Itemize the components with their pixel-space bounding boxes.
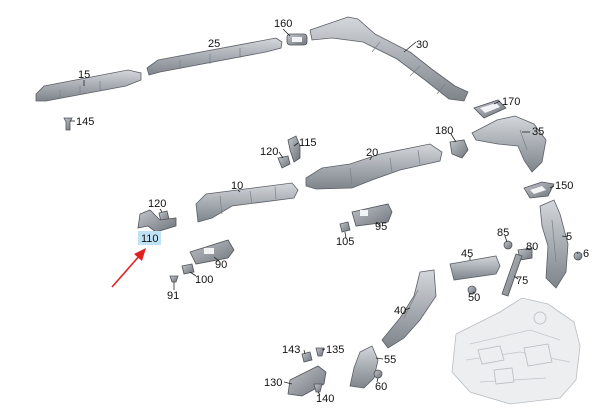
duct-part-5 xyxy=(539,199,569,289)
part-label-90[interactable]: 90 xyxy=(215,259,227,271)
frame-part-150 xyxy=(523,181,555,199)
part-label-45[interactable]: 45 xyxy=(461,248,473,260)
frame-part-170 xyxy=(473,99,507,119)
bracket-part-115 xyxy=(287,135,301,163)
part-label-85[interactable]: 85 xyxy=(497,227,509,239)
clip-part-143 xyxy=(301,351,313,363)
clip-part-85 xyxy=(503,240,513,250)
bracket-part-130 xyxy=(287,365,327,397)
part-label-35[interactable]: 35 xyxy=(532,126,544,138)
clip-part-105 xyxy=(339,221,351,233)
part-label-115[interactable]: 115 xyxy=(299,137,317,149)
hvac-housing xyxy=(451,297,581,405)
part-label-143[interactable]: 143 xyxy=(282,344,300,356)
clip-part-60 xyxy=(373,369,383,379)
part-label-50[interactable]: 50 xyxy=(468,292,480,304)
part-label-75[interactable]: 75 xyxy=(516,275,528,287)
clip-part-100 xyxy=(181,263,195,275)
part-label-120-lower[interactable]: 120 xyxy=(148,198,166,210)
clip-part-50 xyxy=(467,285,477,295)
part-label-20[interactable]: 20 xyxy=(366,147,378,159)
part-label-5[interactable]: 5 xyxy=(566,231,572,243)
screw-part-145 xyxy=(63,117,73,131)
bracket-part-95 xyxy=(351,203,393,227)
part-label-130[interactable]: 130 xyxy=(264,377,282,389)
red-arrow-icon xyxy=(111,248,146,288)
part-label-10[interactable]: 10 xyxy=(231,180,243,192)
part-label-15[interactable]: 15 xyxy=(78,69,90,81)
part-label-95[interactable]: 95 xyxy=(375,221,387,233)
part-label-145[interactable]: 145 xyxy=(76,116,94,128)
part-labels: 160 25 30 15 145 170 115 180 35 120 20 1… xyxy=(76,18,589,405)
part-label-91[interactable]: 91 xyxy=(167,290,179,302)
part-label-100[interactable]: 100 xyxy=(195,274,213,286)
screw-part-135 xyxy=(315,347,325,357)
part-label-170[interactable]: 170 xyxy=(502,96,520,108)
part-label-110[interactable]: 110 xyxy=(141,233,159,245)
duct-part-25 xyxy=(146,37,283,76)
bracket-part-180 xyxy=(449,139,469,159)
clip-part-120-upper xyxy=(277,155,291,169)
duct-part-15 xyxy=(35,69,142,102)
part-label-180[interactable]: 180 xyxy=(435,125,453,137)
duct-part-40 xyxy=(381,269,437,349)
screw-part-91 xyxy=(169,275,179,283)
part-label-55[interactable]: 55 xyxy=(384,354,396,366)
part-label-25[interactable]: 25 xyxy=(208,38,220,50)
part-label-60[interactable]: 60 xyxy=(375,381,387,393)
duct-part-10 xyxy=(195,182,299,223)
part-label-105[interactable]: 105 xyxy=(336,236,354,248)
duct-part-20 xyxy=(305,143,443,190)
duct-part-30 xyxy=(309,16,469,102)
part-label-40[interactable]: 40 xyxy=(394,305,406,317)
part-label-6[interactable]: 6 xyxy=(583,248,589,260)
rod-part-75 xyxy=(501,253,523,297)
clip-part-160 xyxy=(286,33,308,46)
part-label-140[interactable]: 140 xyxy=(316,393,334,405)
leader-lines xyxy=(70,28,579,396)
part-label-80[interactable]: 80 xyxy=(526,241,538,253)
bracket-part-90 xyxy=(189,239,235,265)
screw-part-140 xyxy=(313,383,323,393)
part-label-30[interactable]: 30 xyxy=(416,39,428,51)
bracket-part-110 xyxy=(137,209,177,233)
part-label-150[interactable]: 150 xyxy=(555,180,573,192)
part-label-135[interactable]: 135 xyxy=(326,344,344,356)
duct-part-55 xyxy=(349,345,379,389)
part-label-160[interactable]: 160 xyxy=(274,18,292,30)
part-label-120-upper[interactable]: 120 xyxy=(260,146,278,158)
highlight-box-110 xyxy=(138,231,161,245)
duct-part-35 xyxy=(471,115,547,173)
screw-part-6 xyxy=(573,251,583,261)
duct-part-45 xyxy=(449,255,501,281)
